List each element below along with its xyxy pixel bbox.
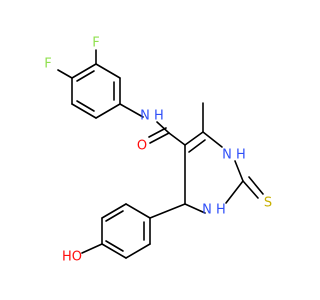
hydroxyl-label: HO [62,250,82,265]
bond [184,203,206,214]
bonds [57,49,264,259]
bond [119,103,144,118]
bond [105,240,124,252]
bond [57,69,73,79]
bond [71,63,97,79]
ring-nh-top-label: N H [222,148,246,163]
bond [248,176,264,195]
bond [184,131,204,146]
bond [71,103,97,119]
bond [95,103,121,119]
bond [202,131,223,148]
molecule-structure: F F N H O N H N H S HO [44,36,272,265]
bond [149,203,186,219]
bond [188,139,206,153]
carbonyl-oxygen-label: O [137,139,147,154]
bond [105,210,124,222]
bond [156,121,170,134]
bond [225,180,244,204]
fluorine-label-top: F [92,36,99,51]
bond [101,243,127,259]
bond [81,243,103,254]
thione-sulfur-label: S [264,196,272,211]
bond [95,63,121,79]
molecule-diagram: F F N H O N H N H S HO [44,36,272,265]
bond [76,70,95,82]
bond [168,132,186,146]
bond [125,203,151,219]
amide-nh-label: N H [140,109,164,124]
bond [76,100,95,112]
bond [148,127,167,138]
bond [234,160,244,182]
bond [149,132,170,144]
bond [101,203,127,219]
ring-nh-bottom-label: N H [202,203,226,218]
bond [125,243,151,259]
bond [242,180,259,199]
atom-labels: F F N H O N H N H S HO [44,36,272,265]
fluorine-label-left: F [44,57,51,72]
